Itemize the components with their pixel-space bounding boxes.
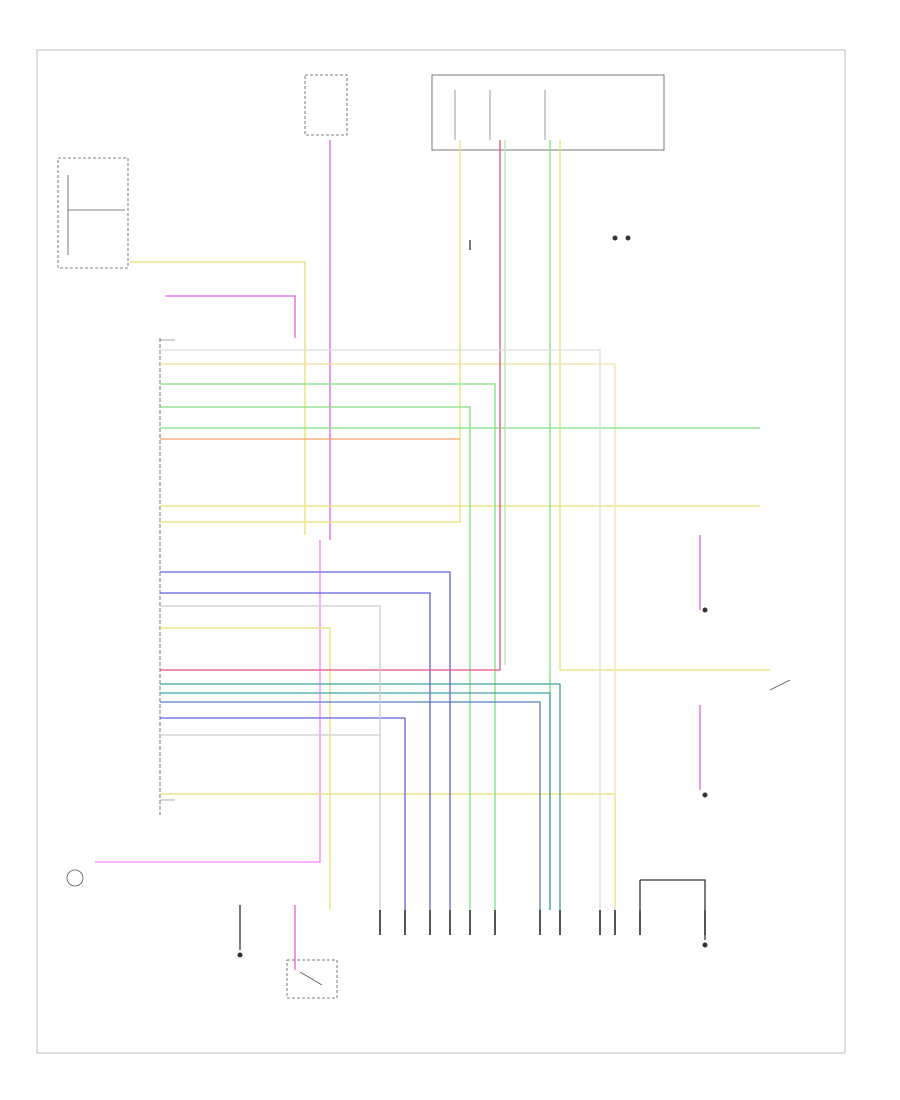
right-switch xyxy=(769,679,791,691)
bottom-left-sensor xyxy=(66,869,84,887)
wires xyxy=(95,140,770,970)
ground-symbols xyxy=(237,235,708,958)
bottom-connector-stubs xyxy=(379,910,706,935)
main-module-box xyxy=(159,338,175,815)
top-left-switch-box xyxy=(57,157,129,269)
diagram-border xyxy=(36,49,846,1054)
top-right-module-box xyxy=(431,74,665,151)
bottom-left-switch xyxy=(286,959,338,999)
top-center-fuse-box xyxy=(304,74,348,136)
